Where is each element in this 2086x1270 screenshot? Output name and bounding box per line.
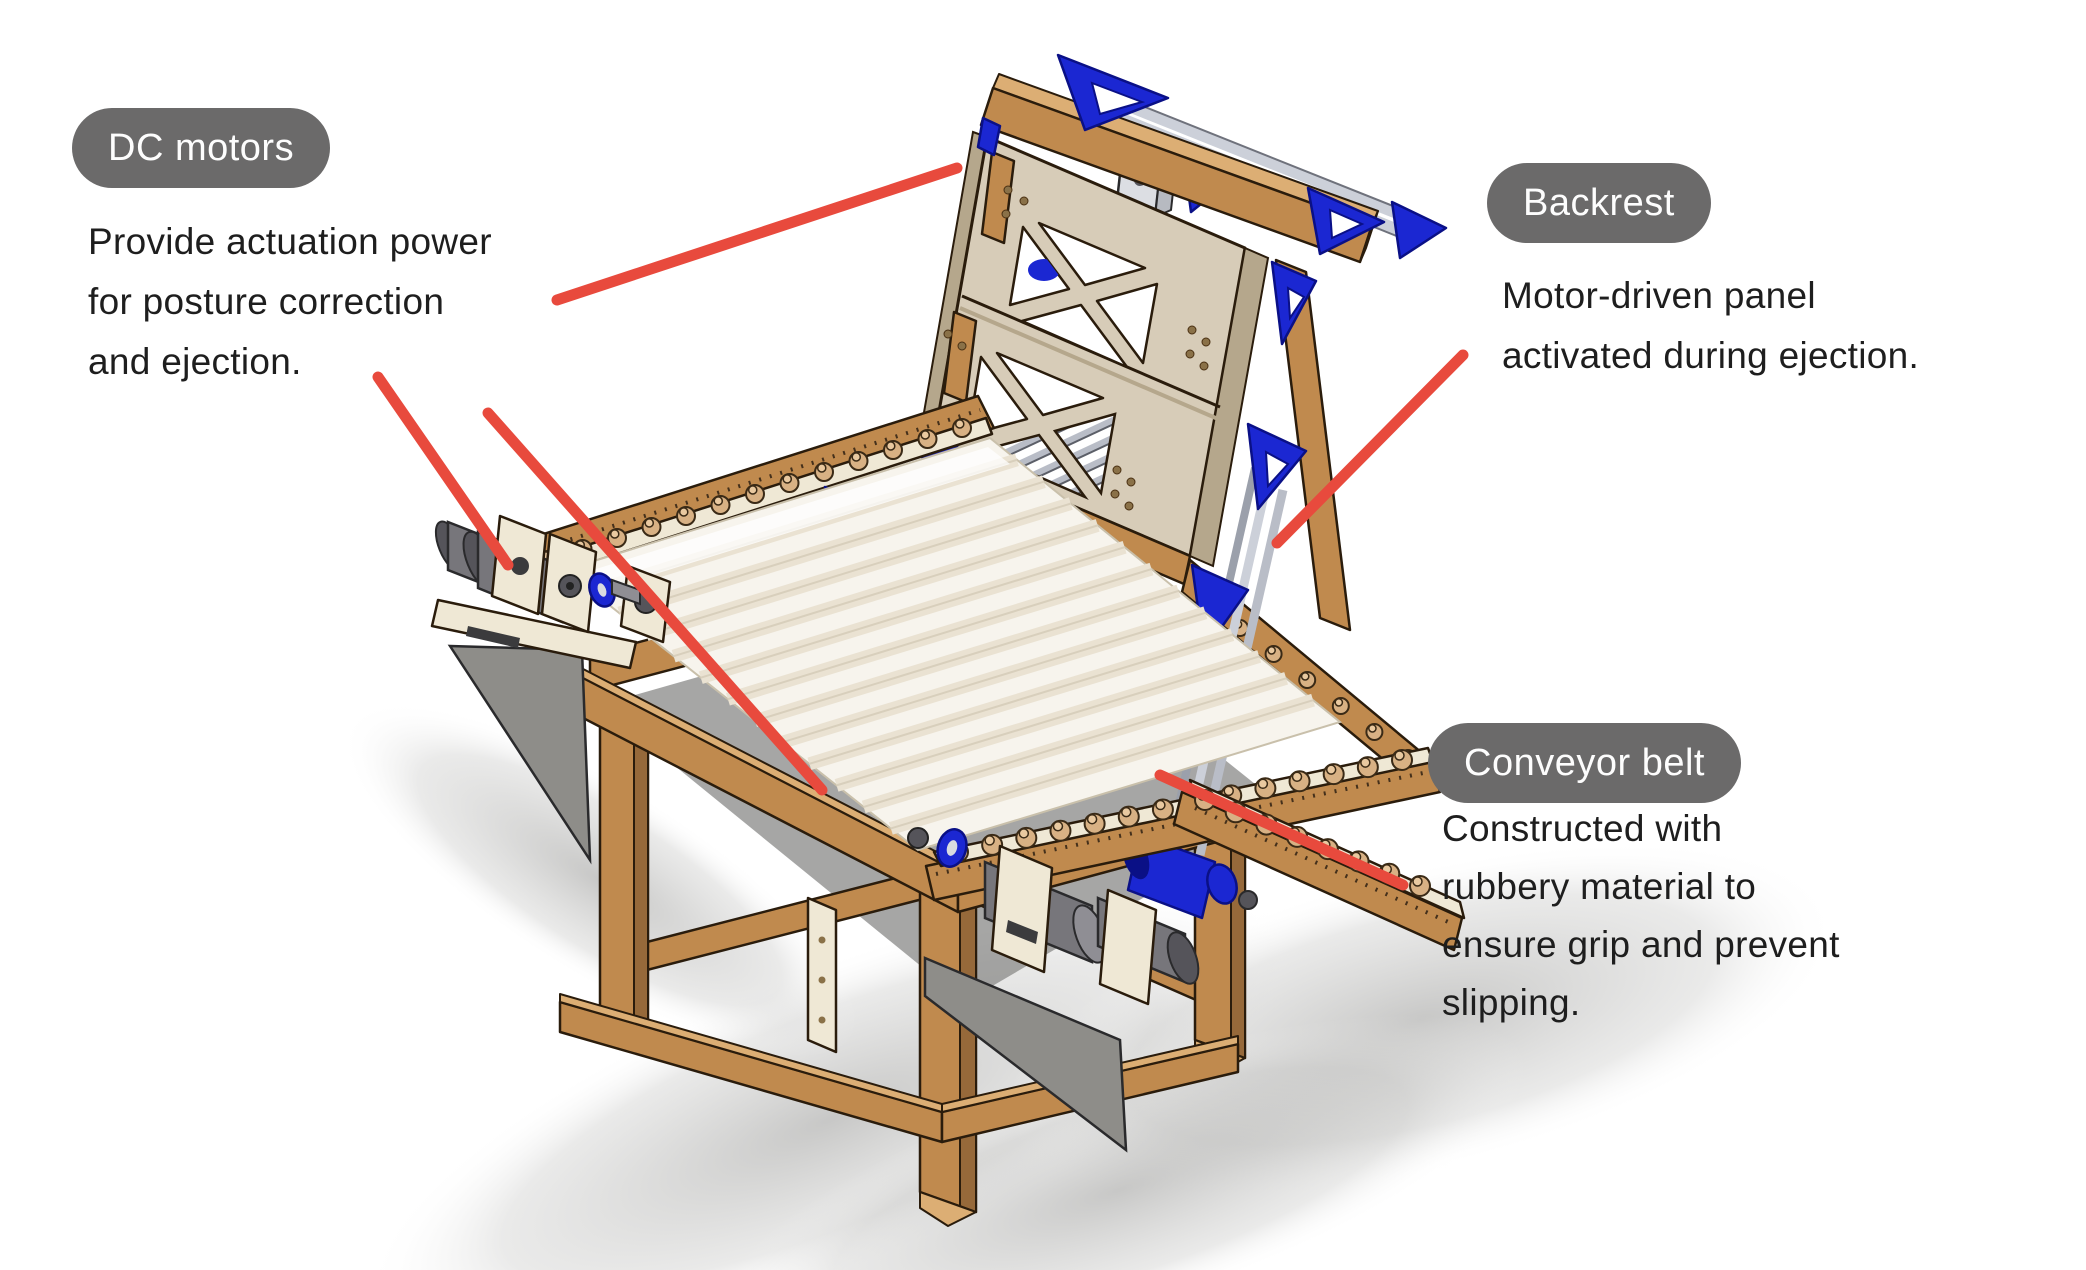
label-pill-conveyor-belt: Conveyor belt — [1428, 723, 1741, 803]
bracket-top-right — [1306, 186, 1386, 256]
leader-dc-motors-to-seat — [482, 407, 828, 796]
leader-lines — [372, 162, 1469, 891]
leader-conveyor-to-rollers — [1154, 769, 1409, 891]
edge-strip-upper — [980, 150, 1016, 245]
label-pill-dc-motors: DC motors — [72, 108, 331, 188]
front-leg — [918, 876, 978, 1227]
front-corner-bearing — [907, 827, 968, 868]
label-pill-backrest: Backrest — [1487, 163, 1711, 243]
front-gusset — [923, 956, 1128, 1153]
upper-cutouts — [1008, 221, 1159, 369]
description-line: Constructed with — [1442, 808, 1723, 849]
dc-motor-front — [806, 844, 1200, 1153]
description-backrest: Motor-driven panel activated during ejec… — [1502, 266, 1919, 386]
seat-rear-left-rail — [504, 394, 996, 582]
description-line: for posture correction — [88, 281, 445, 322]
bracket-actuator-top — [1246, 422, 1308, 511]
description-line: ensure grip and prevent — [1442, 924, 1840, 965]
description-conveyor-belt: Constructed with rubbery material to ens… — [1442, 800, 1840, 1032]
conveyor-belt-surface — [562, 436, 1343, 852]
description-line: slipping. — [1442, 982, 1581, 1023]
bracket-rail-end — [1390, 200, 1448, 260]
front-side-plate — [806, 896, 838, 1054]
bracket-top-left — [1056, 53, 1170, 132]
panel-holes — [943, 185, 1211, 511]
leader-backrest-to-actuator — [1271, 349, 1469, 549]
left-gusset — [447, 644, 592, 865]
bracket-mid-right — [1270, 260, 1318, 346]
description-line: activated during ejection. — [1502, 335, 1920, 376]
description-line: Provide actuation power — [88, 221, 492, 262]
leader-dc-motors-to-backrest-top — [551, 162, 963, 306]
description-line: and ejection. — [88, 341, 302, 382]
left-motor-base — [430, 598, 638, 670]
conveyor-seat — [504, 394, 1466, 952]
backrest-rear-support — [1274, 258, 1352, 632]
description-dc-motors: Provide actuation power for posture corr… — [88, 212, 492, 392]
leader-dc-motors-to-left-motor — [372, 371, 514, 571]
description-line: Motor-driven panel — [1502, 275, 1816, 316]
seat-front-right-rail — [924, 746, 1442, 902]
description-line: rubbery material to — [1442, 866, 1757, 907]
